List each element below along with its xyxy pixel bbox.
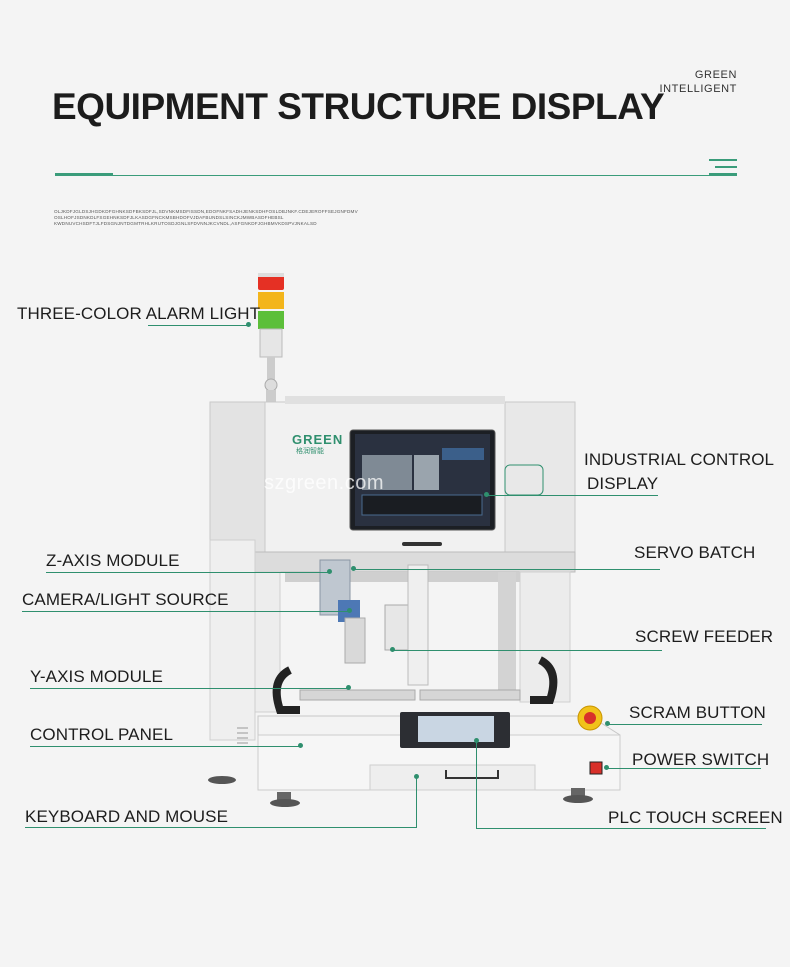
label-keyboard: KEYBOARD AND MOUSE — [25, 807, 229, 826]
brand-line-1: GREEN — [694, 69, 737, 81]
label-control-panel: CONTROL PANEL — [30, 725, 173, 744]
label-z-axis: Z-AXIS MODULE — [46, 551, 180, 570]
label-y-axis: Y-AXIS MODULE — [30, 667, 163, 686]
alarm-light-graphic — [258, 273, 284, 402]
label-display-2: DISPLAY — [587, 474, 659, 493]
label-display-1: INDUSTRIAL CONTROL — [584, 450, 775, 469]
label-scram: SCRAM BUTTON — [629, 703, 766, 722]
page-title: EQUIPMENT STRUCTURE DISPLAY — [52, 86, 665, 127]
label-servo: SERVO BATCH — [634, 543, 756, 562]
menu-icon[interactable] — [709, 159, 737, 179]
watermark: szgreen.com — [264, 472, 384, 494]
machine-logo: GREEN — [292, 432, 344, 447]
label-alarm-light: THREE-COLOR ALARM LIGHT — [17, 304, 261, 323]
brand-mark: GREEN INTELLIGENT — [659, 68, 737, 96]
label-camera: CAMERA/LIGHT SOURCE — [22, 590, 229, 609]
machine-logo-sub: 格润智能 — [296, 448, 324, 455]
header-divider-accent — [55, 173, 113, 176]
header-divider — [55, 175, 737, 176]
label-feeder: SCREW FEEDER — [635, 627, 774, 646]
fine-print: OLJKDFJGLDSJHGDKDFGHNKSDFBKSDFJL,SDVNKMS… — [54, 209, 358, 226]
brand-line-2: INTELLIGENT — [659, 83, 737, 95]
label-power: POWER SWITCH — [632, 750, 770, 769]
label-plc: PLC TOUCH SCREEN — [608, 808, 783, 827]
